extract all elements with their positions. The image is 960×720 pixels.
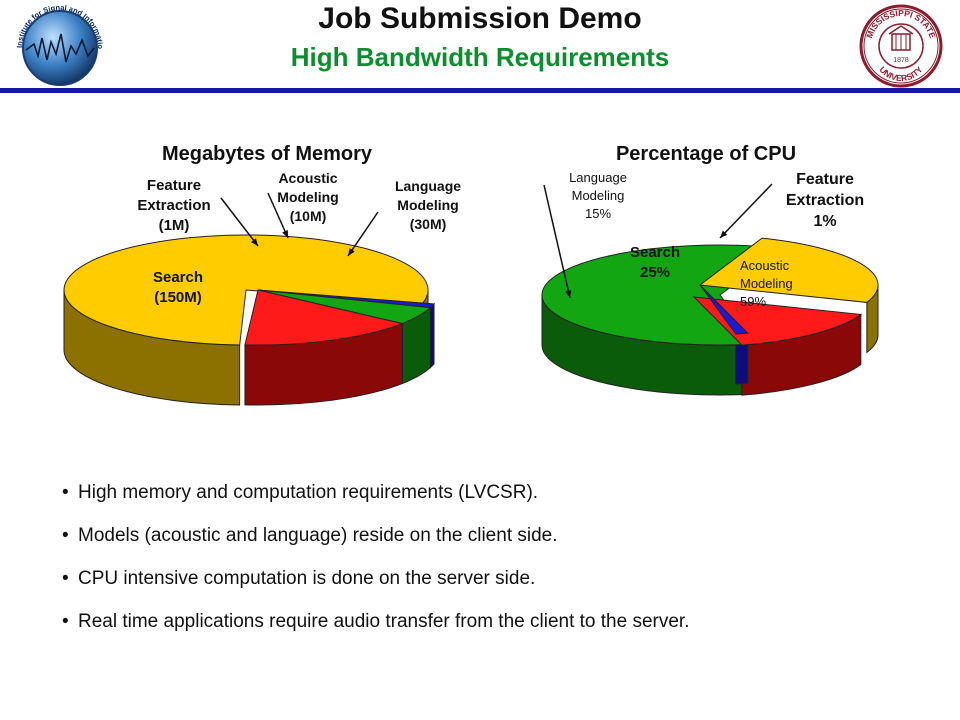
chart-title-1: Percentage of CPU xyxy=(616,143,796,165)
msu-seal-logo: MISSISSIPPI STATE UNIVERSITY 1878 xyxy=(859,4,943,88)
page-subtitle: High Bandwidth Requirements xyxy=(290,42,670,72)
bullet-item: •Real time applications require audio tr… xyxy=(62,611,690,632)
page-title: Job Submission Demo xyxy=(318,2,642,35)
header-divider xyxy=(0,88,960,93)
leader-line-language xyxy=(347,211,379,257)
isip-logo: Institute for Signal and Information Pro… xyxy=(6,4,105,86)
leader-arrow-feature xyxy=(251,238,258,246)
msu-seal-year: 1878 xyxy=(893,57,909,64)
leader-line-acoustic xyxy=(267,192,289,239)
leader-line-feature xyxy=(220,197,259,247)
leader-line-feature xyxy=(719,183,773,239)
leader-arrow-feature xyxy=(720,230,728,238)
slice-label-search: Search(150M) xyxy=(153,269,203,306)
bullet-list: •High memory and computation requirement… xyxy=(62,480,689,652)
bullet-item: •CPU intensive computation is done on th… xyxy=(62,568,536,589)
leader-line-language xyxy=(543,184,571,299)
pie-slice-feature xyxy=(699,284,749,335)
leader-arrow-acoustic xyxy=(282,230,288,238)
leader-arrow-language xyxy=(348,248,355,256)
bullet-item: •High memory and computation requirement… xyxy=(62,482,539,503)
pie-slice-side-feature xyxy=(429,302,435,369)
pie-slice-search xyxy=(63,234,429,346)
leader-arrow-language xyxy=(565,290,572,298)
chart-title-0: Megabytes of Memory xyxy=(162,143,373,165)
svg-text:UNIVERSITY: UNIVERSITY xyxy=(877,64,924,83)
pie-slice-language xyxy=(244,289,404,346)
pie-slice-search xyxy=(698,237,879,303)
msu-seal-bottom-text: UNIVERSITY xyxy=(877,64,924,83)
bullet-item: •Models (acoustic and language) reside o… xyxy=(62,525,558,546)
